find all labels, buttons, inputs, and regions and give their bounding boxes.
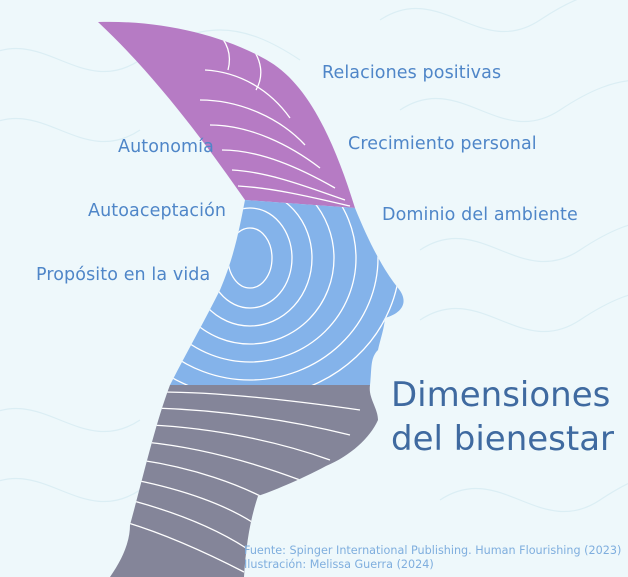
background-waves [0,0,628,513]
credits-source: Fuente: Spinger International Publishing… [244,544,622,557]
purple-section [98,21,355,209]
label-autoaceptacion: Autoaceptación [88,201,227,221]
label-relaciones-positivas: Relaciones positivas [322,63,502,83]
gray-section [110,385,378,577]
purple-shape [98,21,355,209]
gray-shape [110,385,378,577]
credits-illustration: Ilustración: Melissa Guerra (2024) [244,558,434,571]
label-autonomia: Autonomía [118,137,214,157]
label-dominio-del-ambiente: Dominio del ambiente [382,205,578,225]
label-crecimiento-personal: Crecimiento personal [348,134,537,154]
blue-section [170,200,404,385]
label-proposito-en-la-vida: Propósito en la vida [36,265,211,285]
credits: Fuente: Spinger International Publishing… [244,544,621,572]
page-title: Dimensiones del bienestar [391,373,614,461]
blue-shape [170,200,404,385]
title-line-2: del bienestar [391,419,615,459]
title-line-1: Dimensiones [391,375,611,415]
